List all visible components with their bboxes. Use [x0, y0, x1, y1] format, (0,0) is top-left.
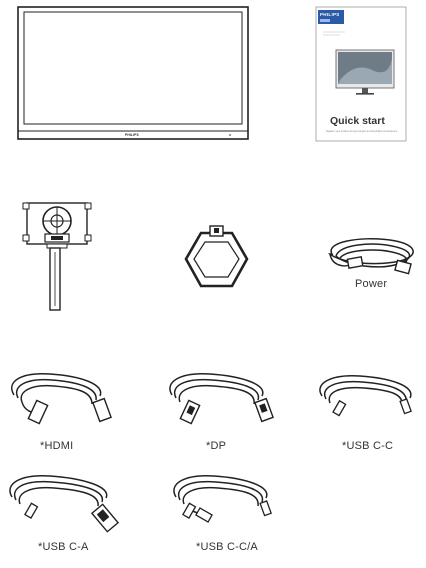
- booklet-brand: PHILIPS: [320, 12, 340, 17]
- usb-cca-label: *USB C-C/A: [196, 541, 258, 553]
- monitor-logo: PHILIPS: [125, 133, 139, 137]
- usb-cc-label: *USB C-C: [342, 440, 394, 452]
- booklet-url: Register your product and get support at…: [326, 130, 398, 133]
- dp-label: *DP: [206, 440, 227, 452]
- hdmi-label: *HDMI: [40, 440, 74, 452]
- usb-ca-label: *USB C-A: [38, 541, 89, 553]
- booklet-title: Quick start: [330, 115, 385, 127]
- power-label: Power: [355, 278, 388, 290]
